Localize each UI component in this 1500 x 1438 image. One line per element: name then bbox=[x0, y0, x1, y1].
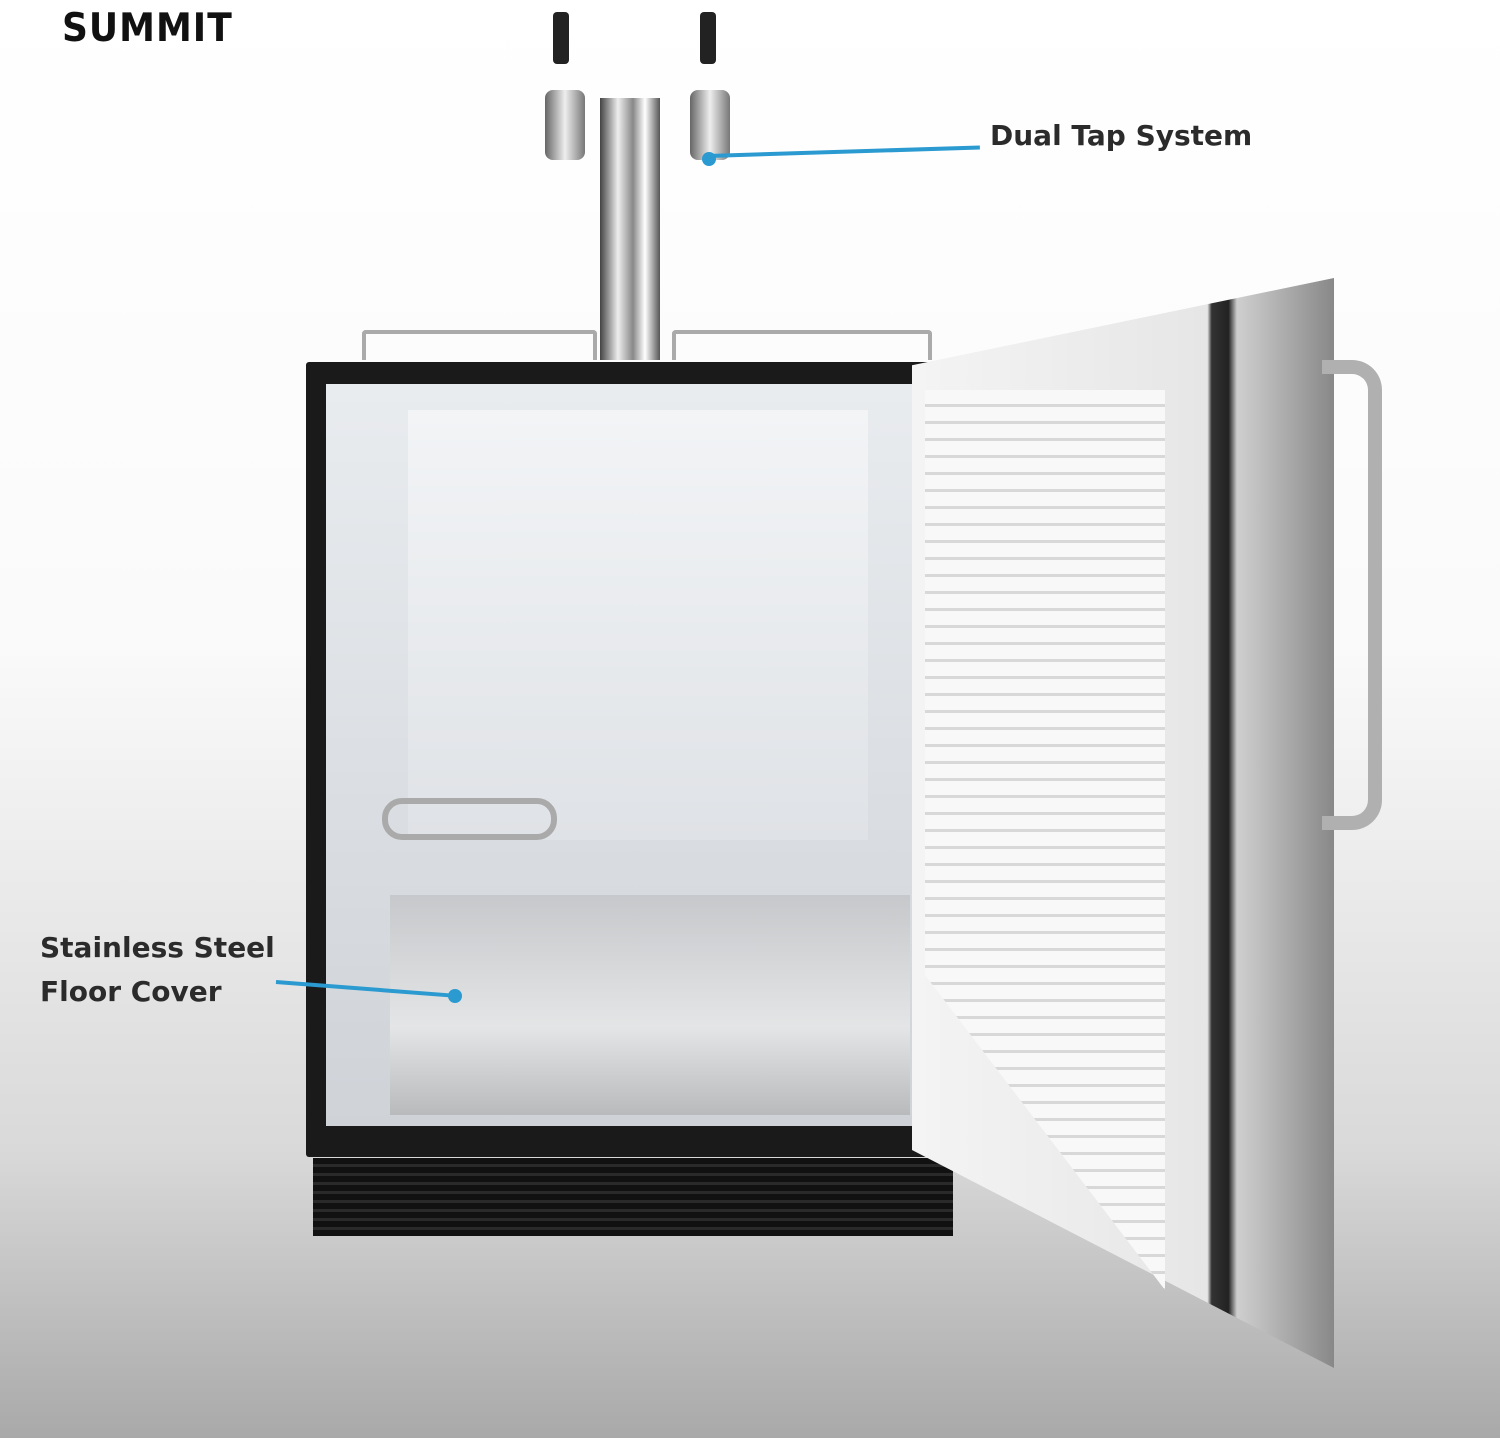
callout-line-taps bbox=[707, 145, 980, 158]
summit-logo: SUMMIT bbox=[62, 5, 233, 52]
door-handle bbox=[1322, 360, 1382, 830]
guard-rail-right bbox=[672, 330, 932, 360]
callout-floor-line1: Stainless Steel bbox=[40, 931, 275, 964]
callout-dot-floor bbox=[448, 989, 462, 1003]
front-grille bbox=[313, 1158, 953, 1236]
interior-back-wall bbox=[408, 410, 868, 840]
tap-handle-left bbox=[553, 12, 569, 64]
guard-rail-left bbox=[362, 330, 597, 360]
faucet-left bbox=[545, 90, 585, 160]
callout-dual-tap: Dual Tap System bbox=[990, 119, 1253, 152]
callout-dot-taps bbox=[702, 152, 716, 166]
keg-clamp bbox=[382, 798, 557, 840]
faucet-right bbox=[690, 90, 730, 160]
stainless-floor-cover bbox=[390, 895, 910, 1115]
callout-floor-cover: Stainless Steel Floor Cover bbox=[40, 926, 275, 1014]
tap-tower bbox=[600, 98, 660, 360]
callout-floor-line2: Floor Cover bbox=[40, 975, 222, 1008]
tap-handle-right bbox=[700, 12, 716, 64]
